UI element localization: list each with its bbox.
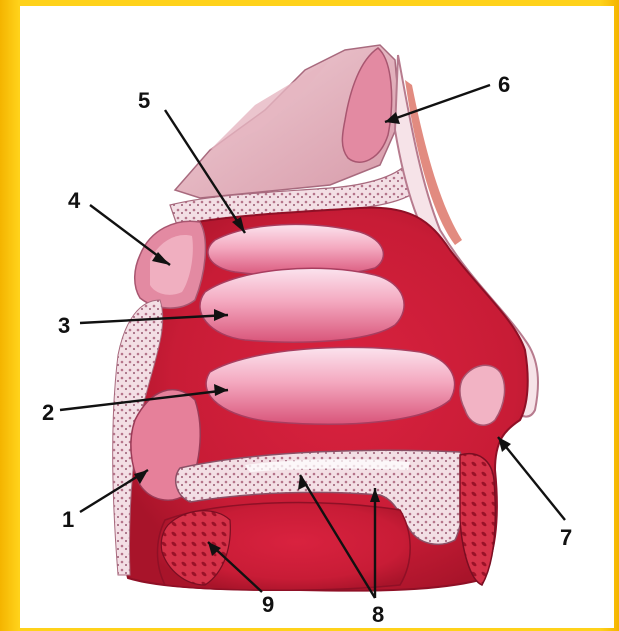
middle-turbinate xyxy=(200,268,404,342)
label-9: 9 xyxy=(262,592,274,617)
label-3: 3 xyxy=(58,313,70,338)
label-6: 6 xyxy=(498,72,510,97)
label-4: 4 xyxy=(68,188,81,213)
inferior-turbinate xyxy=(206,347,454,424)
label-7: 7 xyxy=(560,525,572,550)
label-2: 2 xyxy=(42,400,54,425)
label-8: 8 xyxy=(372,602,384,627)
label-1: 1 xyxy=(62,507,74,532)
label-5: 5 xyxy=(138,88,150,113)
